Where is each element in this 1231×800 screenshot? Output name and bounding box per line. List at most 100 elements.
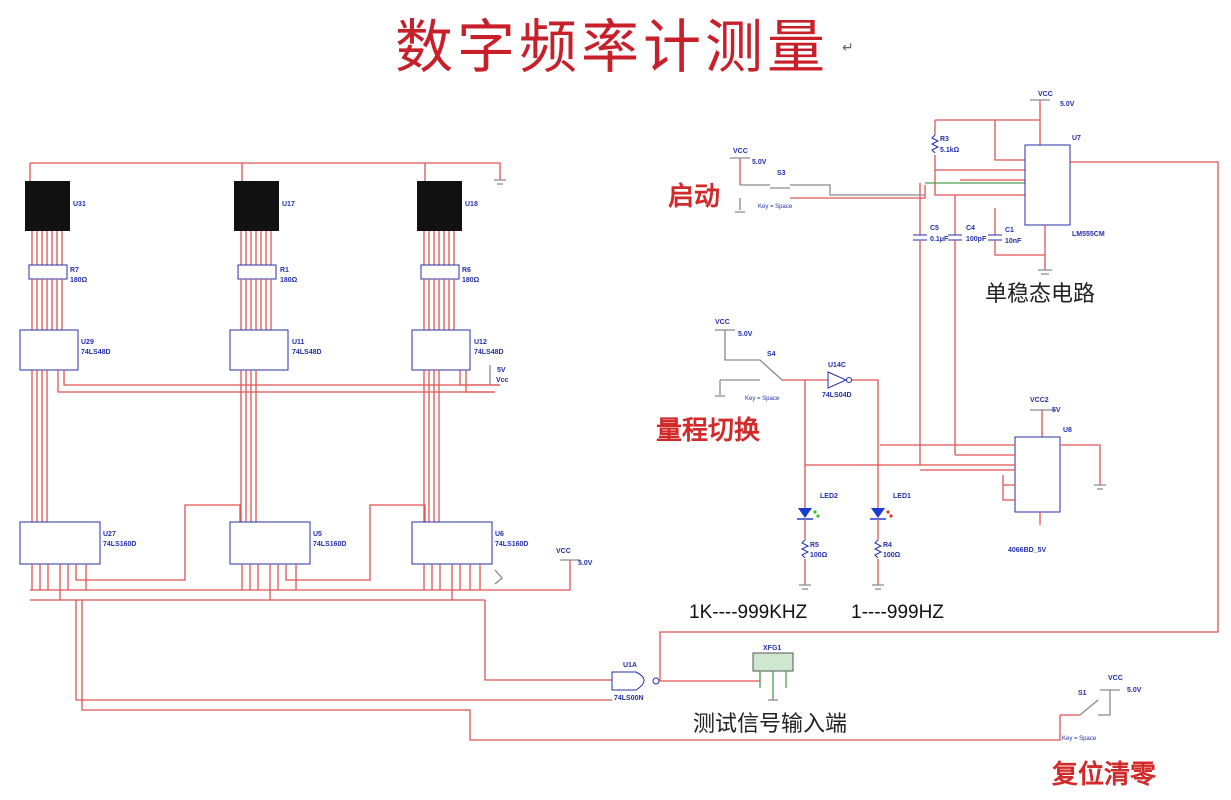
svg-text:5V: 5V bbox=[497, 367, 506, 374]
start-switch-s3: VCC 5.0V S3 Key = Space bbox=[730, 148, 926, 213]
seven-seg-display-u31 bbox=[25, 181, 70, 231]
svg-text:U27: U27 bbox=[103, 531, 116, 538]
svg-text:74LS160D: 74LS160D bbox=[103, 541, 136, 548]
range-switch-s4: VCC 5.0V S4 Key = Space U14C 74LS04D bbox=[715, 319, 879, 510]
svg-text:LED2: LED2 bbox=[820, 493, 838, 500]
svg-text:VCC2: VCC2 bbox=[1030, 397, 1049, 404]
reset-switch-s1: S1 Key = Space VCC 5.0V bbox=[1060, 675, 1142, 742]
svg-text:U5: U5 bbox=[313, 531, 322, 538]
svg-text:5.0V: 5.0V bbox=[578, 560, 593, 567]
resistor-pack-r7 bbox=[28, 264, 68, 280]
svg-text:74LS160D: 74LS160D bbox=[495, 541, 528, 548]
led1-branch: LED1 R4 100Ω bbox=[870, 493, 911, 590]
svg-text:74LS48D: 74LS48D bbox=[292, 349, 322, 356]
svg-text:U12: U12 bbox=[474, 339, 487, 346]
svg-text:74LS160D: 74LS160D bbox=[313, 541, 346, 548]
counter-u6 bbox=[411, 521, 493, 565]
svg-text:U17: U17 bbox=[282, 201, 295, 208]
decoder-u11 bbox=[229, 329, 289, 371]
label-reset: 复位清零 bbox=[1052, 760, 1157, 790]
counter-u5 bbox=[229, 521, 311, 565]
svg-text:U7: U7 bbox=[1072, 135, 1081, 142]
function-generator-xfg1: XFG1 bbox=[752, 645, 794, 701]
label-signal-input: 测试信号输入端 bbox=[693, 712, 848, 737]
svg-text:5.0V: 5.0V bbox=[1060, 101, 1075, 108]
resistor-pack-r1 bbox=[237, 264, 277, 280]
digit-column-2: U17 R1 180Ω U11 74LS48D U5 74LS160D bbox=[229, 181, 426, 600]
svg-text:R7: R7 bbox=[70, 267, 79, 274]
svg-text:C1: C1 bbox=[1005, 227, 1014, 234]
svg-text:100Ω: 100Ω bbox=[883, 552, 901, 559]
timer-ic-u7 bbox=[1024, 144, 1071, 226]
svg-text:Key = Space: Key = Space bbox=[745, 396, 780, 402]
svg-text:VCC: VCC bbox=[715, 319, 730, 326]
display-ref: U31 bbox=[73, 201, 86, 208]
svg-text:U11: U11 bbox=[292, 339, 305, 346]
svg-text:5V: 5V bbox=[1052, 407, 1061, 414]
monostable-555: VCC 5.0V R3 5.1kΩ U7 LM555CM C5 0.1μF C4… bbox=[913, 91, 1105, 465]
digit-column-3: U18 R6 180Ω U12 74LS48D 5V Vcc U6 74LS16… bbox=[411, 181, 528, 600]
svg-text:5.0V: 5.0V bbox=[738, 331, 753, 338]
counter-u27 bbox=[19, 521, 101, 565]
svg-text:5.0V: 5.0V bbox=[752, 159, 767, 166]
svg-text:5.1kΩ: 5.1kΩ bbox=[940, 147, 960, 154]
led2-branch: LED2 R5 100Ω bbox=[797, 493, 838, 590]
svg-text:74LS04D: 74LS04D bbox=[822, 392, 852, 399]
label-monostable: 单稳态电路 bbox=[985, 282, 1096, 307]
svg-text:74LS48D: 74LS48D bbox=[474, 349, 504, 356]
svg-text:VCC: VCC bbox=[1108, 675, 1123, 682]
label-range-khz: 1K----999KHZ bbox=[689, 602, 808, 623]
svg-text:100pF: 100pF bbox=[966, 236, 987, 243]
svg-text:XFG1: XFG1 bbox=[763, 645, 781, 652]
svg-text:5.0V: 5.0V bbox=[1127, 687, 1142, 694]
digit-column-1: U31 R7 180Ω U29 74LS48D U27 74LS160D bbox=[19, 181, 500, 600]
svg-text:Vcc: Vcc bbox=[496, 377, 509, 384]
svg-text:C5: C5 bbox=[930, 225, 939, 232]
svg-text:Key = Space: Key = Space bbox=[758, 204, 793, 210]
label-range-hz: 1----999HZ bbox=[851, 602, 944, 623]
svg-text:180Ω: 180Ω bbox=[70, 277, 88, 284]
svg-text:U1A: U1A bbox=[623, 662, 637, 669]
label-start: 启动 bbox=[668, 182, 721, 212]
svg-text:U18: U18 bbox=[465, 201, 478, 208]
paragraph-mark-icon: ↵ bbox=[842, 40, 854, 56]
svg-text:4066BD_5V: 4066BD_5V bbox=[1008, 547, 1046, 554]
decoder-u29 bbox=[19, 329, 79, 371]
svg-text:R1: R1 bbox=[280, 267, 289, 274]
svg-text:0.1μF: 0.1μF bbox=[930, 236, 949, 243]
svg-text:U8: U8 bbox=[1063, 427, 1072, 434]
seven-seg-display-u17 bbox=[234, 181, 279, 231]
svg-text:S1: S1 bbox=[1078, 690, 1087, 697]
svg-text:R3: R3 bbox=[940, 136, 949, 143]
svg-text:LED1: LED1 bbox=[893, 493, 911, 500]
page-title: 数字频率计测量 bbox=[395, 13, 830, 81]
svg-text:S3: S3 bbox=[777, 170, 786, 177]
svg-text:180Ω: 180Ω bbox=[462, 277, 480, 284]
label-range-switch: 量程切换 bbox=[656, 416, 761, 446]
seven-seg-display-u18 bbox=[417, 181, 462, 231]
analog-switch-u8: VCC2 5V U8 4066BD_5V bbox=[805, 397, 1106, 554]
svg-text:R6: R6 bbox=[462, 267, 471, 274]
svg-text:R4: R4 bbox=[883, 542, 892, 549]
svg-text:VCC: VCC bbox=[1038, 91, 1053, 98]
decoder-u12 bbox=[411, 329, 471, 371]
svg-text:LM555CM: LM555CM bbox=[1072, 231, 1105, 238]
svg-text:VCC: VCC bbox=[733, 148, 748, 155]
svg-text:Key = Space: Key = Space bbox=[1062, 736, 1097, 742]
svg-text:U14C: U14C bbox=[828, 362, 846, 369]
svg-text:10nF: 10nF bbox=[1005, 238, 1022, 245]
svg-text:100Ω: 100Ω bbox=[810, 552, 828, 559]
svg-text:U6: U6 bbox=[495, 531, 504, 538]
svg-text:74LS00N: 74LS00N bbox=[614, 695, 644, 702]
svg-text:180Ω: 180Ω bbox=[280, 277, 298, 284]
svg-text:VCC: VCC bbox=[556, 548, 571, 555]
svg-text:S4: S4 bbox=[767, 351, 776, 358]
svg-text:74LS48D: 74LS48D bbox=[81, 349, 111, 356]
ic-4066 bbox=[1014, 436, 1061, 513]
svg-text:U29: U29 bbox=[81, 339, 94, 346]
counter-bottom-bus: VCC 5.0V bbox=[30, 548, 1061, 741]
svg-text:R5: R5 bbox=[810, 542, 819, 549]
svg-text:C4: C4 bbox=[966, 225, 975, 232]
resistor-pack-r6 bbox=[420, 264, 460, 280]
